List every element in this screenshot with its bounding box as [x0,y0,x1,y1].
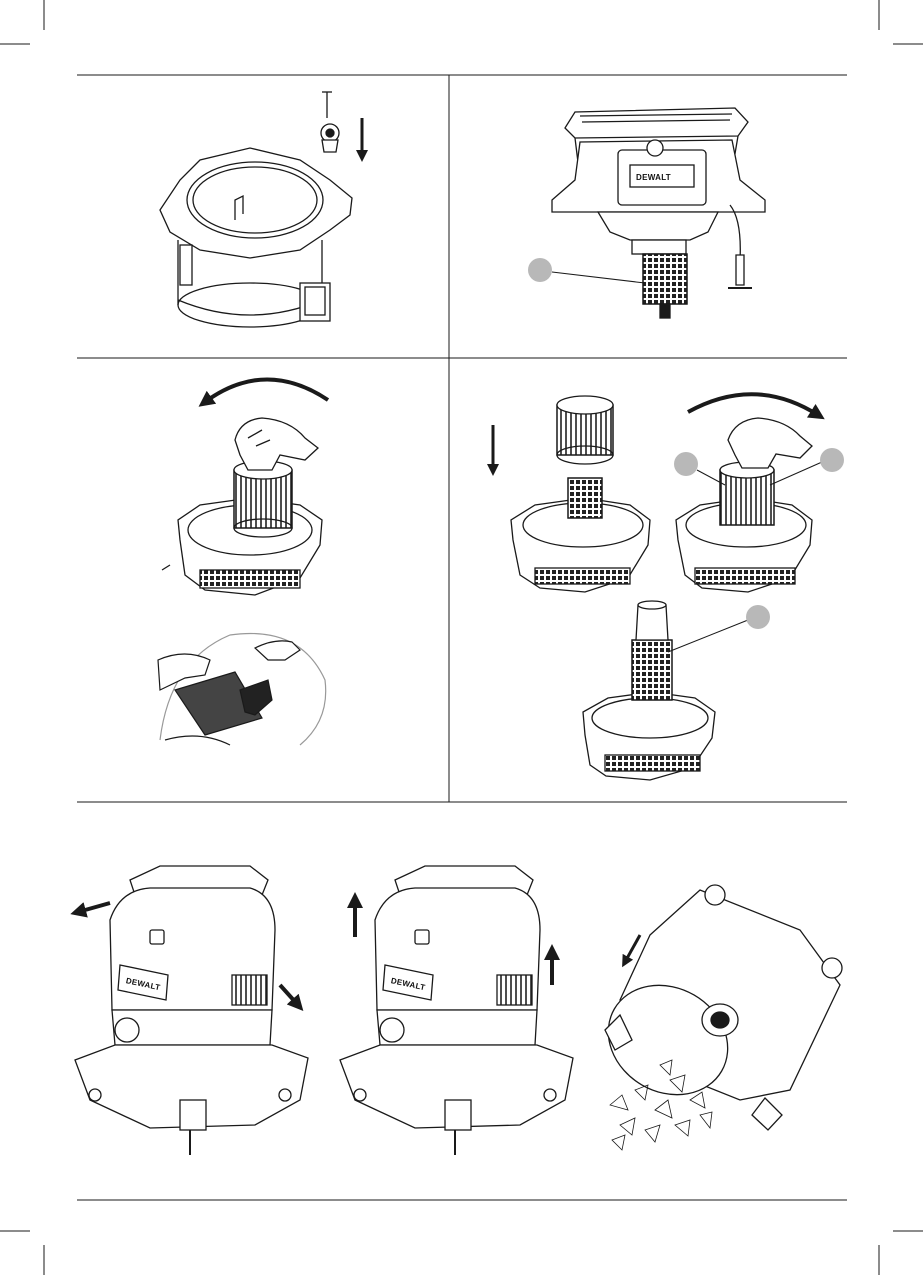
figure-remove-filter [162,379,328,595]
hand-icon [235,418,318,470]
screw-icon [322,92,332,118]
figure-lift-head: DEWALT [340,866,573,1155]
figure-open-latches: DEWALT [75,866,308,1155]
callout-circle-icon [528,258,552,282]
callout-circle-icon [820,448,844,472]
figure-clamp-ring [160,92,362,327]
arrow-out-icon [78,903,110,912]
arrow-down-icon [625,935,640,962]
hand-icon [728,418,812,468]
callout-circle-icon [746,605,770,629]
brand-logo: DEWALT [636,173,671,182]
figure-empty-drum [588,885,842,1150]
figure-install-filter [493,394,844,592]
arrow-out-icon [280,985,298,1005]
figure-motor-head: DEWALT [528,108,765,318]
rotate-ccw-arrow-icon [205,379,328,402]
figure-foam-sleeve [583,601,770,780]
rotate-cw-arrow-icon [688,394,818,415]
figure-filter-bag [158,633,326,745]
callout-circle-icon [674,452,698,476]
